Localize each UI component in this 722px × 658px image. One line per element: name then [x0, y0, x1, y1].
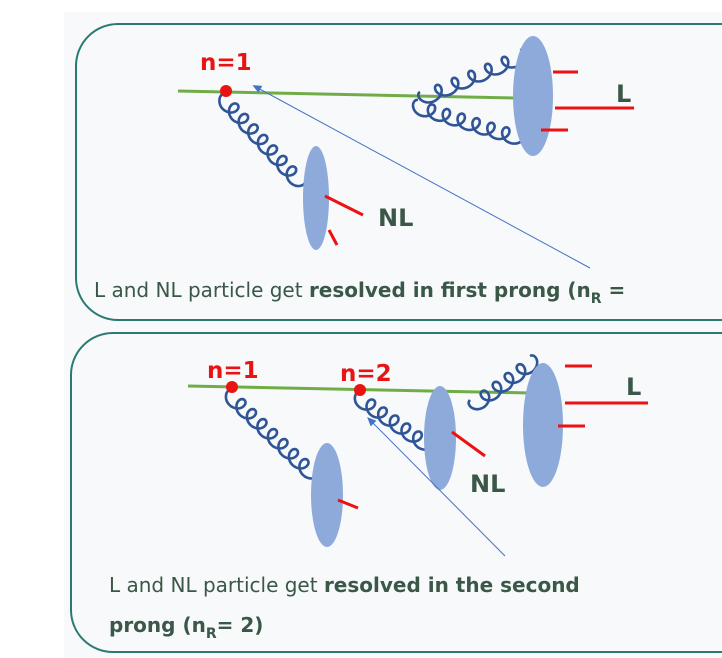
first-hadron-blob: [311, 443, 343, 547]
panel-border: [75, 23, 722, 321]
caption-line-2: prong (nR= 2): [109, 613, 263, 642]
gluon-second: [353, 390, 435, 452]
nl-particle-line: [324, 194, 364, 217]
panel-second-prong: n=1 n=2 L NL L and NL particle get resol…: [70, 332, 722, 653]
pointer-arrow: [252, 85, 591, 269]
nl-hadron-blob: [424, 386, 456, 490]
nl-particle-line: [451, 430, 486, 458]
vertex-dot-2: [354, 384, 366, 396]
gluon-l: [467, 354, 539, 411]
l-hadron-blob: [513, 36, 553, 156]
vertex-label: n=1: [200, 50, 252, 76]
gluon-nl: [218, 91, 308, 188]
jet-axis-line: [177, 89, 516, 100]
slide-background: [64, 12, 722, 658]
nl-particle-line-small: [327, 229, 339, 246]
gluon-l-lower: [411, 98, 526, 145]
panel-first-prong: n=1 L NL L and NL particle get resolved …: [75, 23, 722, 321]
gluon-first: [224, 387, 321, 480]
vertex-dot: [220, 85, 232, 97]
l-label: L: [616, 80, 631, 108]
vertex-label-1: n=1: [207, 358, 259, 384]
caption: L and NL particle get resolved in first …: [94, 278, 625, 307]
panel-border: [70, 332, 722, 653]
nl-label: NL: [470, 470, 505, 498]
l-label: L: [626, 373, 641, 401]
pointer-arrow: [367, 417, 506, 557]
caption-line-1: L and NL particle get resolved in the se…: [109, 573, 580, 597]
particle-line: [337, 498, 359, 510]
vertex-label-2: n=2: [340, 361, 392, 387]
l-hadron-blob: [523, 363, 563, 487]
nl-hadron-blob: [303, 146, 329, 250]
vertex-dot-1: [226, 381, 238, 393]
gluon-l-upper: [416, 48, 527, 104]
nl-label: NL: [378, 204, 413, 232]
